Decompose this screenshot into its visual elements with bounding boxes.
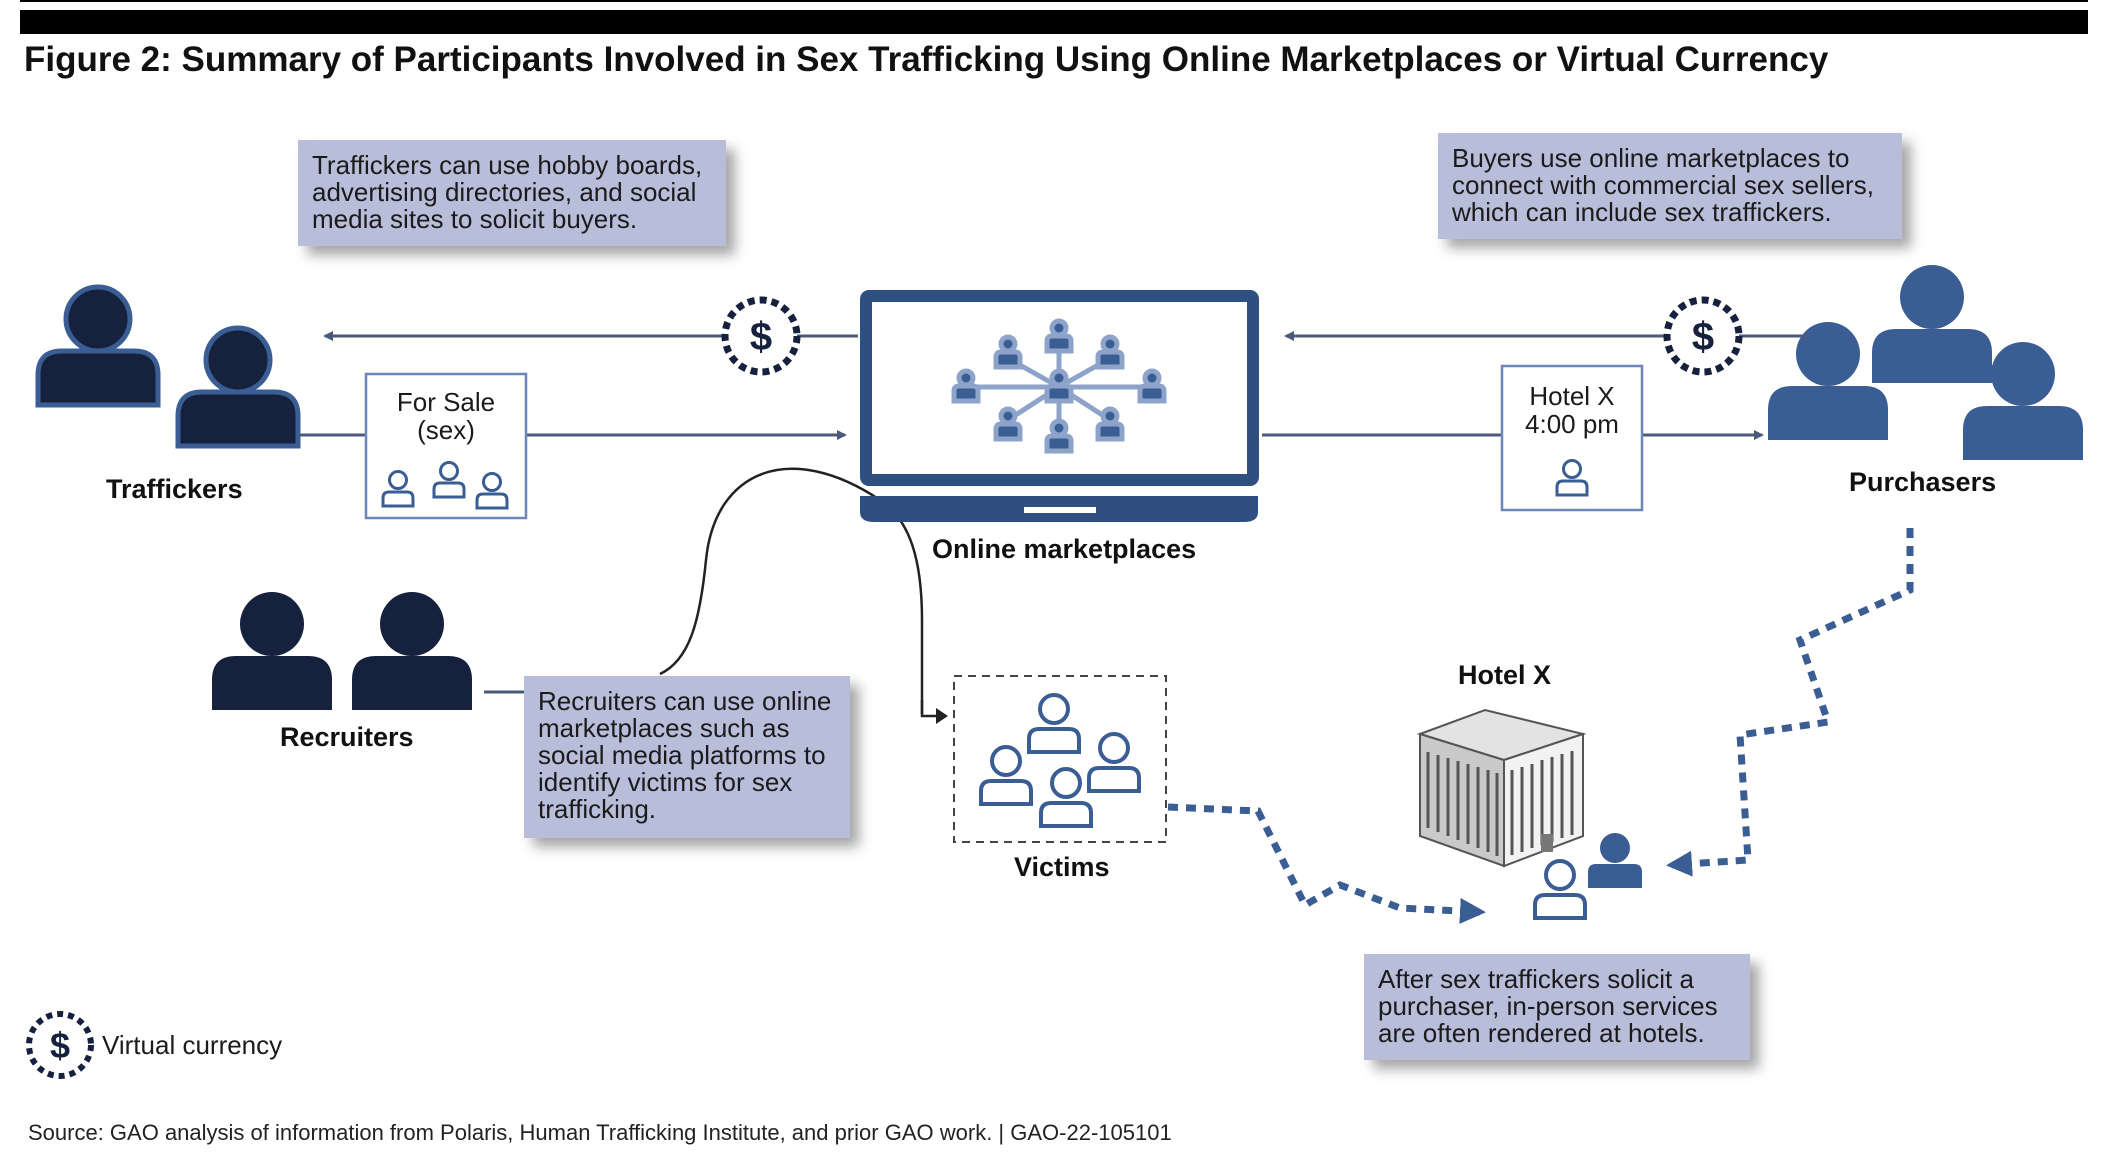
- top-rule: [20, 0, 2088, 2]
- purchaser-icon: [1872, 265, 1992, 383]
- hotel-purchaser-icon: [1588, 833, 1642, 888]
- purchasers-label: Purchasers: [1849, 467, 1997, 497]
- figure-title: Figure 2: Summary of Participants Involv…: [24, 40, 1829, 79]
- hotel-label: Hotel X: [1458, 660, 1552, 690]
- traffickers-label: Traffickers: [106, 474, 243, 504]
- marketplaces-label: Online marketplaces: [932, 534, 1197, 564]
- buyers-callout: Buyers use online marketplaces to connec…: [1438, 133, 1902, 239]
- trafficker-icon: [178, 328, 298, 446]
- recruiters-label: Recruiters: [280, 722, 414, 752]
- hotel-booking-card: [1500, 364, 1644, 512]
- victims-box: [953, 675, 1167, 843]
- virtual-currency-icon: $: [721, 296, 801, 376]
- traffickers-callout: Traffickers can use hobby boards, advert…: [298, 140, 726, 246]
- recruiter-icon: [212, 592, 332, 710]
- purchasers-to-hotel-path: [1666, 528, 1914, 877]
- top-bar: [20, 10, 2088, 34]
- recruiter-to-victims-curve: [659, 467, 924, 714]
- currency-symbol: $: [1692, 315, 1714, 359]
- victims-label: Victims: [1014, 852, 1110, 882]
- hotels-callout: After sex traffickers solicit a purchase…: [1364, 954, 1750, 1060]
- hotel-building-icon: [1416, 708, 1587, 868]
- hotel-booking-text: Hotel X 4:00 pm: [1525, 381, 1619, 439]
- network-icon: [954, 321, 1164, 451]
- legend-currency-icon: $: [26, 1011, 94, 1079]
- hotel-victim-icon: [1533, 859, 1587, 920]
- trafficker-icon: [38, 287, 158, 405]
- virtual-currency-icon: $: [1663, 296, 1743, 376]
- recruiters-callout: Recruiters can use online marketplaces s…: [524, 676, 850, 838]
- currency-symbol: $: [750, 315, 772, 359]
- legend-label: Virtual currency: [102, 1030, 283, 1060]
- currency-symbol: $: [50, 1025, 70, 1066]
- purchaser-icon: [1768, 322, 1888, 440]
- for-sale-text: For Sale (sex): [396, 387, 496, 445]
- recruiter-icon: [352, 592, 472, 710]
- victims-to-hotel-path: [1167, 803, 1486, 924]
- figure-source: Source: GAO analysis of information from…: [28, 1120, 1172, 1145]
